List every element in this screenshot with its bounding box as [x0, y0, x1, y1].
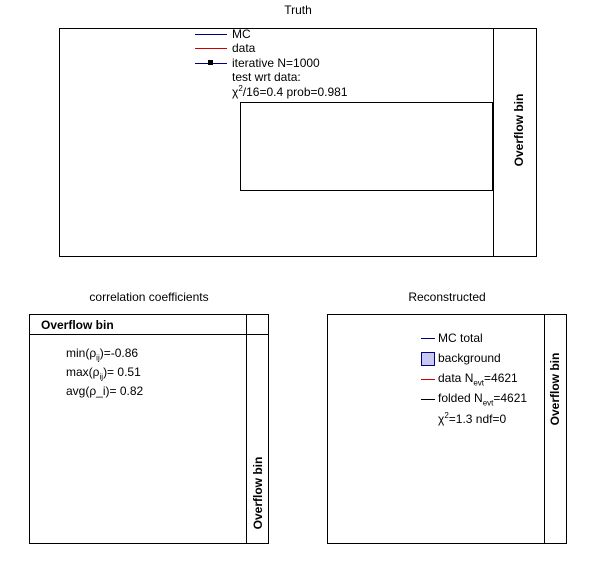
- corr-min-prefix: min(ρ: [66, 346, 97, 360]
- truth-legend-data: data: [232, 41, 256, 55]
- reco-chi-sup: 2: [444, 411, 449, 420]
- reconstructed-plot-frame: [327, 314, 567, 544]
- truth-legend-iterative: iterative N=1000: [232, 56, 320, 70]
- reconstructed-overflow-label: Overflow bin: [548, 352, 562, 426]
- correlation-overflow-label-right: Overflow bin: [251, 456, 265, 530]
- truth-chi-rest: /16=0.4 prob=0.981: [242, 85, 348, 99]
- reco-folded-rest: =4621: [493, 391, 528, 405]
- correlation-plot-frame: [29, 314, 269, 544]
- reco-legend-data-line: [421, 379, 435, 380]
- reco-legend-background: background: [438, 351, 501, 365]
- truth-inset-box: [240, 102, 493, 191]
- reco-data-rest: =4621: [484, 371, 518, 385]
- truth-stat-chi2: χ2/16=0.4 prob=0.981: [232, 84, 348, 99]
- corr-min-sub: ij: [96, 353, 100, 363]
- truth-overflow-divider: [493, 28, 494, 257]
- reco-chi-rest: =1.3 ndf=0: [448, 412, 507, 426]
- reconstructed-overflow-divider: [544, 314, 545, 544]
- reco-data-prefix: data N: [438, 371, 474, 385]
- truth-chi-sup: 2: [238, 84, 243, 93]
- reco-legend-mc-total: MC total: [438, 331, 483, 345]
- correlation-overflow-vdivider: [246, 314, 247, 544]
- reco-data-sub: evt: [473, 378, 485, 388]
- reco-folded-prefix: folded N: [438, 391, 483, 405]
- truth-legend-iterative-marker: [208, 60, 213, 65]
- truth-stat-test: test wrt data:: [232, 70, 301, 84]
- reco-legend-data: data Nevt=4621: [438, 371, 518, 390]
- reco-legend-mc-line: [421, 338, 435, 339]
- correlation-stat-avg: avg(ρ_i)= 0.82: [66, 384, 144, 398]
- correlation-overflow-hdivider: [29, 334, 269, 335]
- truth-legend-mc-line: [195, 34, 227, 35]
- corr-max-sub: ij: [99, 372, 104, 382]
- truth-overflow-label: Overflow bin: [512, 93, 526, 167]
- truth-chi-symbol: χ: [232, 85, 239, 99]
- truth-legend-mc: MC: [232, 27, 251, 41]
- correlation-stat-max: max(ρij)= 0.51: [66, 365, 141, 381]
- correlation-stat-min: min(ρij)=-0.86: [66, 346, 138, 362]
- reco-stat-chi2: χ2=1.3 ndf=0: [438, 411, 506, 426]
- correlation-overflow-label-top: Overflow bin: [41, 318, 114, 332]
- reco-chi-symbol: χ: [438, 412, 445, 426]
- reco-legend-background-swatch: [421, 352, 435, 366]
- corr-max-rest: )= 0.51: [103, 365, 141, 379]
- reco-folded-sub: evt: [482, 398, 494, 408]
- truth-legend-data-line: [195, 48, 227, 49]
- correlation-title: correlation coefficients: [89, 290, 209, 304]
- reco-legend-folded-line: [421, 399, 435, 400]
- reconstructed-title: Reconstructed: [408, 290, 486, 304]
- reco-legend-folded: folded Nevt=4621: [438, 391, 527, 410]
- corr-min-rest: )=-0.86: [99, 346, 139, 360]
- truth-title: Truth: [284, 3, 312, 17]
- corr-max-prefix: max(ρ: [66, 365, 100, 379]
